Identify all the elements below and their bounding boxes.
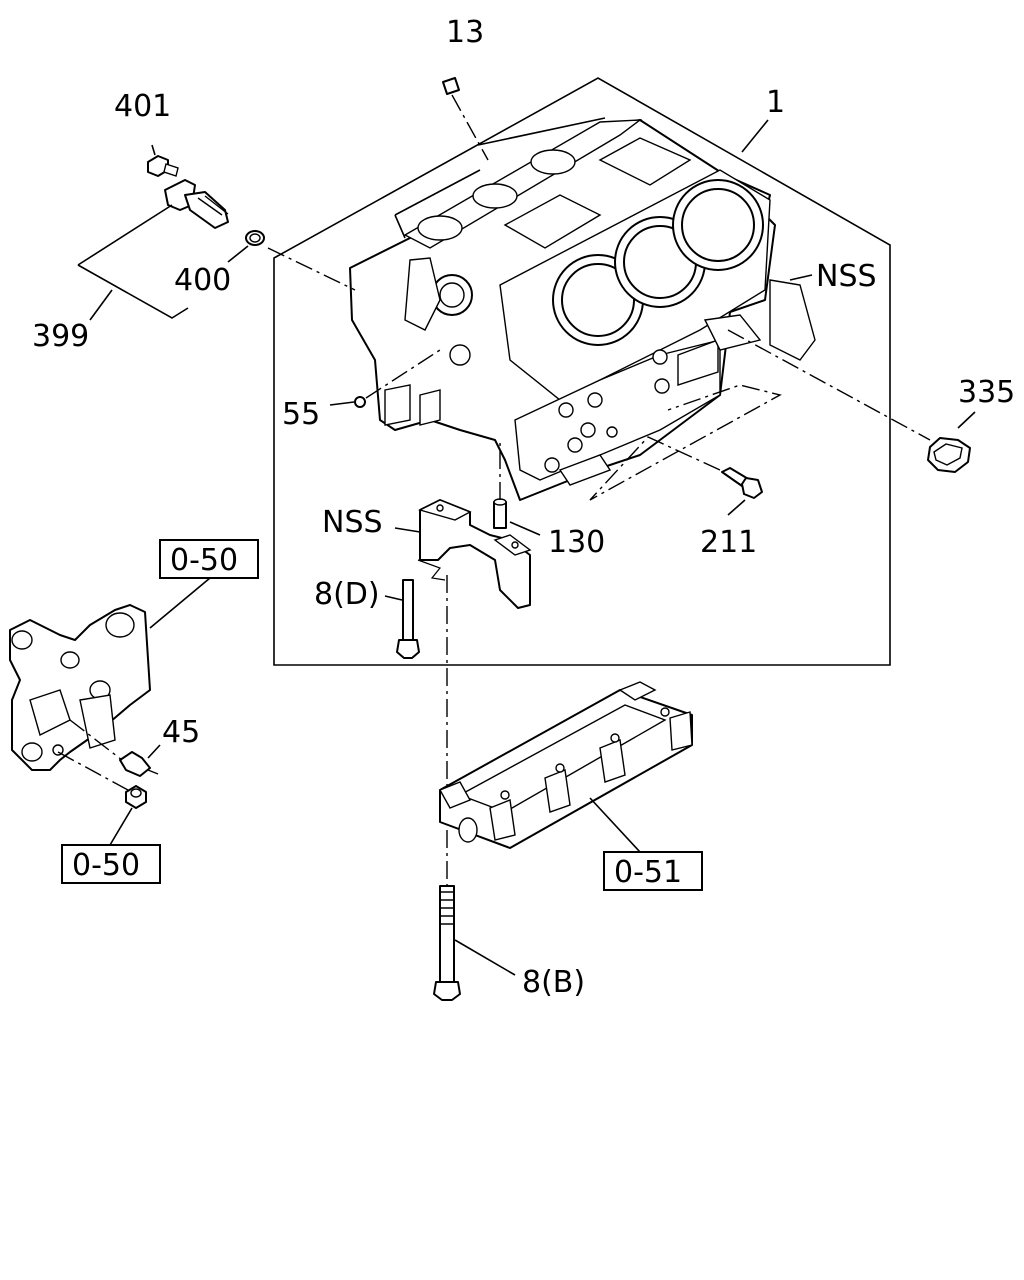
leader-211 xyxy=(727,499,746,516)
leader-nss-cap xyxy=(394,527,421,533)
svg-text:0-50: 0-50 xyxy=(72,848,140,883)
callout-13: 13 xyxy=(446,15,484,50)
leader-401 xyxy=(151,144,156,156)
callout-8b: 8(B) xyxy=(522,965,585,1000)
leader-400-to-block xyxy=(267,247,356,291)
callout-130: 130 xyxy=(548,525,605,560)
ref-box-0-50-bottom[interactable]: 0-50 xyxy=(61,844,161,884)
ref-box-0-50-top[interactable]: 0-50 xyxy=(159,539,259,579)
leader-45-dash xyxy=(69,719,123,761)
callout-401: 401 xyxy=(114,89,171,124)
leader-0-50-top xyxy=(149,577,211,629)
cap-break-line xyxy=(417,559,446,581)
leader-335-to-block xyxy=(727,329,931,441)
bolt-8b xyxy=(433,885,461,1001)
bearing-cap-nss xyxy=(418,499,532,609)
leader-400 xyxy=(227,245,249,263)
leader-1 xyxy=(741,119,769,153)
dowel-130 xyxy=(493,498,507,529)
bolt-211 xyxy=(721,467,763,499)
callout-1: 1 xyxy=(766,85,785,120)
oil-jet-399 xyxy=(164,179,229,229)
sensor-45 xyxy=(119,751,159,777)
leader-0-51 xyxy=(589,797,641,853)
leader-13-to-block xyxy=(477,117,606,146)
callout-335: 335 xyxy=(958,375,1015,410)
callout-8d: 8(D) xyxy=(314,577,380,612)
bearing-beam xyxy=(439,681,693,849)
bracket-399 xyxy=(77,204,189,319)
leader-335 xyxy=(957,411,976,429)
leader-211-dashes xyxy=(589,384,782,501)
bolt-8d xyxy=(396,579,420,659)
callout-399: 399 xyxy=(32,319,89,354)
cylinder-block-group-outline xyxy=(273,77,891,666)
leader-55 xyxy=(329,401,355,406)
leader-nss-top xyxy=(789,274,813,281)
callout-45: 45 xyxy=(162,715,200,750)
plug-13 xyxy=(442,77,460,95)
callout-nss-top: NSS xyxy=(816,259,877,294)
svg-text:0-50: 0-50 xyxy=(170,543,238,578)
leader-13b xyxy=(394,214,406,239)
callout-400: 400 xyxy=(174,263,231,298)
drain-plug-335 xyxy=(927,437,971,473)
leader-8d xyxy=(384,595,403,601)
leader-130 xyxy=(509,521,541,536)
leader-45 xyxy=(147,744,161,759)
leader-13 xyxy=(451,94,489,161)
fitting-0-50 xyxy=(125,785,147,809)
svg-text:0-51: 0-51 xyxy=(614,855,682,890)
pump-bracket xyxy=(9,604,151,771)
ball-plug-55 xyxy=(354,396,366,408)
callout-211: 211 xyxy=(700,525,757,560)
cylinder-block xyxy=(349,119,816,501)
valve-401 xyxy=(147,155,179,177)
leader-8b xyxy=(454,939,516,976)
ref-box-0-51[interactable]: 0-51 xyxy=(603,851,703,891)
leader-399 xyxy=(89,289,113,321)
callout-nss-cap: NSS xyxy=(322,505,383,540)
callout-55: 55 xyxy=(282,397,320,432)
leader-0-50-bot xyxy=(109,807,133,846)
leader-13c xyxy=(394,169,481,216)
o-ring-400 xyxy=(245,230,265,246)
leader-fitting-dash xyxy=(57,751,129,791)
leader-55-to-block xyxy=(365,349,441,399)
